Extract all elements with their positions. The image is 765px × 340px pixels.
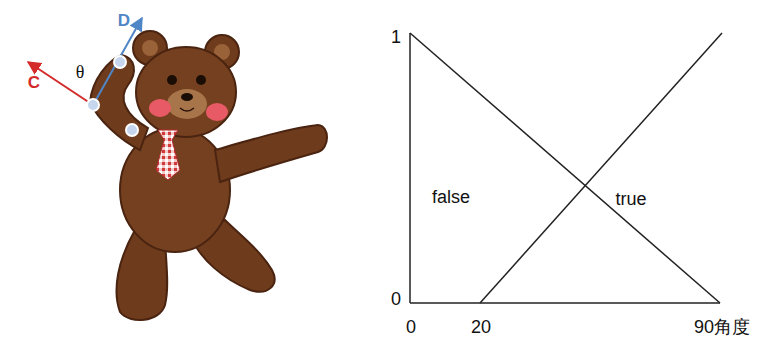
bear-cheek xyxy=(149,99,171,117)
bear-arm xyxy=(215,125,327,182)
false-line xyxy=(410,33,720,303)
axis-title: 90角度 xyxy=(694,318,750,336)
joint-dot xyxy=(87,99,99,111)
axis-tick: 0 xyxy=(391,290,401,308)
vector-name: D xyxy=(118,12,130,29)
bear-cheek xyxy=(206,103,228,121)
vector-c xyxy=(28,62,93,105)
joint-dot xyxy=(126,124,138,136)
bear-eye xyxy=(167,75,177,85)
bear-tie xyxy=(156,130,180,180)
angle-symbol: θ xyxy=(76,63,85,81)
x-axis xyxy=(410,302,720,304)
true-line xyxy=(480,33,722,303)
axis-tick: 1 xyxy=(391,28,401,46)
curve-label: false xyxy=(432,188,470,206)
vector-d xyxy=(93,18,142,105)
membership-chart xyxy=(410,33,722,303)
joint-dots xyxy=(87,56,138,136)
joint-dot xyxy=(114,56,126,68)
bear-mouth xyxy=(180,108,194,111)
axis-tick: 0 xyxy=(406,318,416,336)
bear-nose xyxy=(181,93,193,101)
bear-eye xyxy=(196,75,206,85)
bear-ear-inner xyxy=(142,40,158,56)
bear-head xyxy=(136,47,236,137)
curve-label: true xyxy=(615,190,646,208)
bear-muzzle xyxy=(167,89,207,119)
y-axis xyxy=(409,33,411,303)
vector-name: C xyxy=(28,74,40,91)
teddy-bear xyxy=(90,31,327,320)
axis-tick: 20 xyxy=(471,318,491,336)
